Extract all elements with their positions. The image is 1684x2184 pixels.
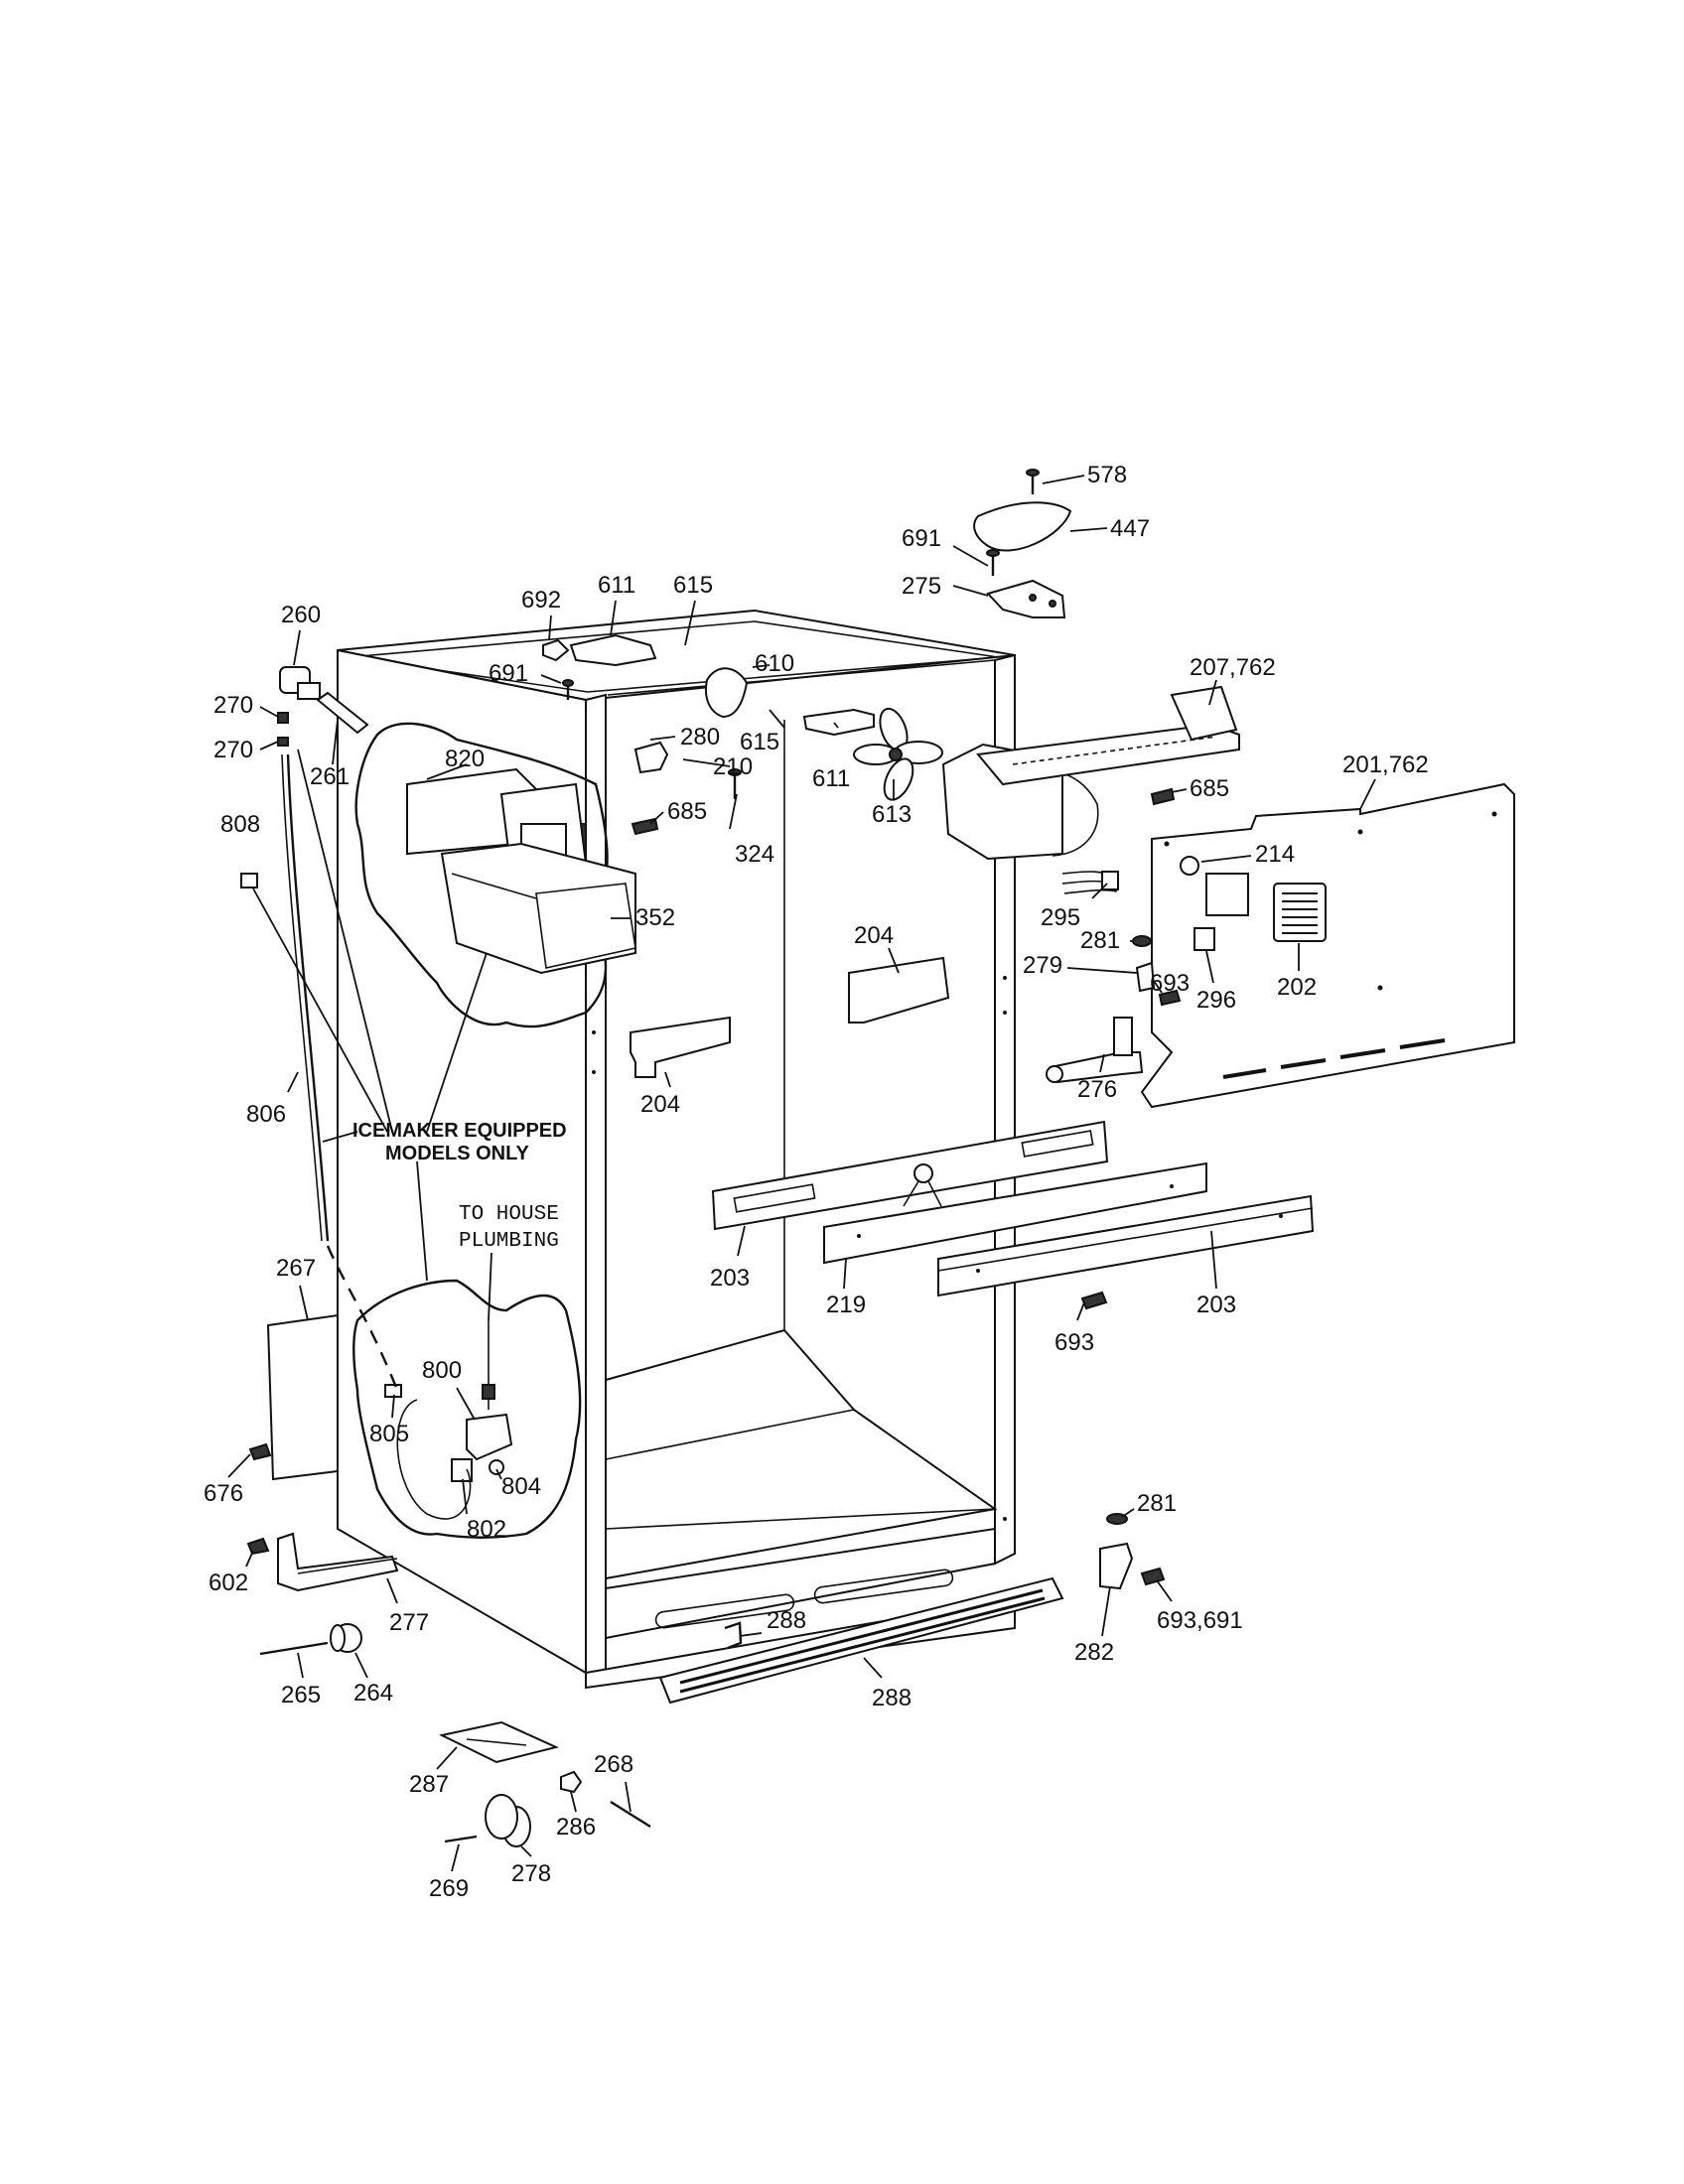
icemaker-detail-bubble: [354, 722, 636, 1028]
callout-281-b: 281: [1137, 1490, 1177, 1517]
callout-676: 676: [204, 1480, 243, 1507]
leader-lines: [227, 475, 1376, 1872]
icemaker-note-line2: MODELS ONLY: [385, 1143, 529, 1164]
callout-203-b: 203: [1196, 1292, 1236, 1318]
callout-805: 805: [369, 1421, 409, 1447]
callout-613: 613: [872, 801, 912, 828]
callout-270: 270: [213, 692, 253, 719]
callout-275: 275: [902, 573, 941, 600]
callout-804: 804: [501, 1473, 541, 1500]
callout-279: 279: [1023, 952, 1062, 979]
hinge-cover: [973, 501, 1072, 552]
callout-204: 204: [854, 922, 894, 949]
callout-806: 806: [246, 1101, 286, 1128]
plumbing-detail-bubble: [352, 1279, 582, 1539]
callout-201-762: 201,762: [1342, 751, 1429, 778]
plumbing-note-line2: PLUMBING: [459, 1230, 559, 1253]
brackets-204: [630, 956, 950, 1078]
callout-269: 269: [429, 1875, 469, 1902]
callout-281: 281: [1080, 927, 1120, 954]
callout-693-691: 693,691: [1157, 1607, 1243, 1634]
callout-261: 261: [310, 763, 350, 790]
callout-214: 214: [1255, 841, 1295, 868]
water-valve: [466, 1413, 513, 1461]
cover-267: [266, 1313, 339, 1481]
fan-blade: [853, 707, 943, 801]
callout-602: 602: [209, 1570, 248, 1596]
callout-691-b: 691: [489, 660, 528, 687]
callout-260: 260: [281, 602, 321, 628]
icemaker-note-line1: ICEMAKER EQUIPPED: [352, 1120, 567, 1142]
callout-692: 692: [521, 587, 561, 614]
callout-820: 820: [445, 746, 485, 772]
callout-288: 288: [767, 1607, 806, 1634]
rear-panel: [1046, 782, 1515, 1109]
callout-270-b: 270: [213, 737, 253, 763]
callout-295: 295: [1041, 904, 1080, 931]
callout-278: 278: [511, 1860, 551, 1887]
callout-808: 808: [220, 811, 260, 838]
callout-288-b: 288: [872, 1685, 912, 1711]
mullion-rails: [711, 1120, 1315, 1310]
callout-282: 282: [1074, 1639, 1114, 1666]
callout-615-b: 615: [740, 729, 779, 755]
callout-labels: 578 447 691 275 692 611 615 260 691 610 …: [204, 462, 1429, 1902]
callout-802: 802: [467, 1516, 506, 1543]
callout-207-762: 207,762: [1190, 654, 1276, 681]
callout-286: 286: [556, 1814, 596, 1841]
evaporator-cover-rail: [976, 723, 1240, 786]
louver-202: [1273, 883, 1327, 942]
callout-611-b: 611: [812, 765, 850, 792]
callout-219: 219: [826, 1292, 866, 1318]
callout-685-b: 685: [1190, 775, 1229, 802]
callout-296: 296: [1196, 987, 1236, 1014]
callout-287: 287: [409, 1771, 449, 1798]
callout-203: 203: [710, 1265, 750, 1292]
top-hardware: [240, 469, 1072, 1391]
notes: ICEMAKER EQUIPPED MODELS ONLY TO HOUSE P…: [352, 1120, 567, 1321]
callout-265: 265: [281, 1682, 321, 1708]
callout-268: 268: [594, 1751, 633, 1778]
callout-610: 610: [755, 650, 794, 677]
callout-276: 276: [1077, 1076, 1117, 1103]
callout-280: 280: [680, 724, 720, 751]
callout-611: 611: [598, 572, 635, 599]
callout-693-b: 693: [1054, 1329, 1094, 1356]
callout-615: 615: [673, 572, 713, 599]
callout-691: 691: [902, 525, 941, 552]
leveler-282: [1099, 1542, 1134, 1590]
callout-447: 447: [1110, 515, 1150, 542]
callout-210: 210: [713, 753, 753, 780]
callout-800: 800: [422, 1357, 462, 1384]
callout-693: 693: [1150, 970, 1190, 997]
callout-352: 352: [635, 904, 675, 931]
lower-parts: [246, 1313, 1166, 1847]
callout-685: 685: [667, 798, 707, 825]
fan-assembly: [542, 633, 1240, 861]
top-hinge: [986, 579, 1066, 618]
callout-578: 578: [1087, 462, 1127, 488]
callout-267: 267: [276, 1255, 316, 1282]
fan-motor: [705, 667, 749, 719]
callout-204-b: 204: [640, 1091, 680, 1118]
callout-264: 264: [353, 1680, 393, 1706]
callout-277: 277: [389, 1609, 429, 1636]
plumbing-note-line1: TO HOUSE: [459, 1203, 559, 1226]
callout-202: 202: [1277, 974, 1317, 1001]
callout-324: 324: [735, 841, 774, 868]
